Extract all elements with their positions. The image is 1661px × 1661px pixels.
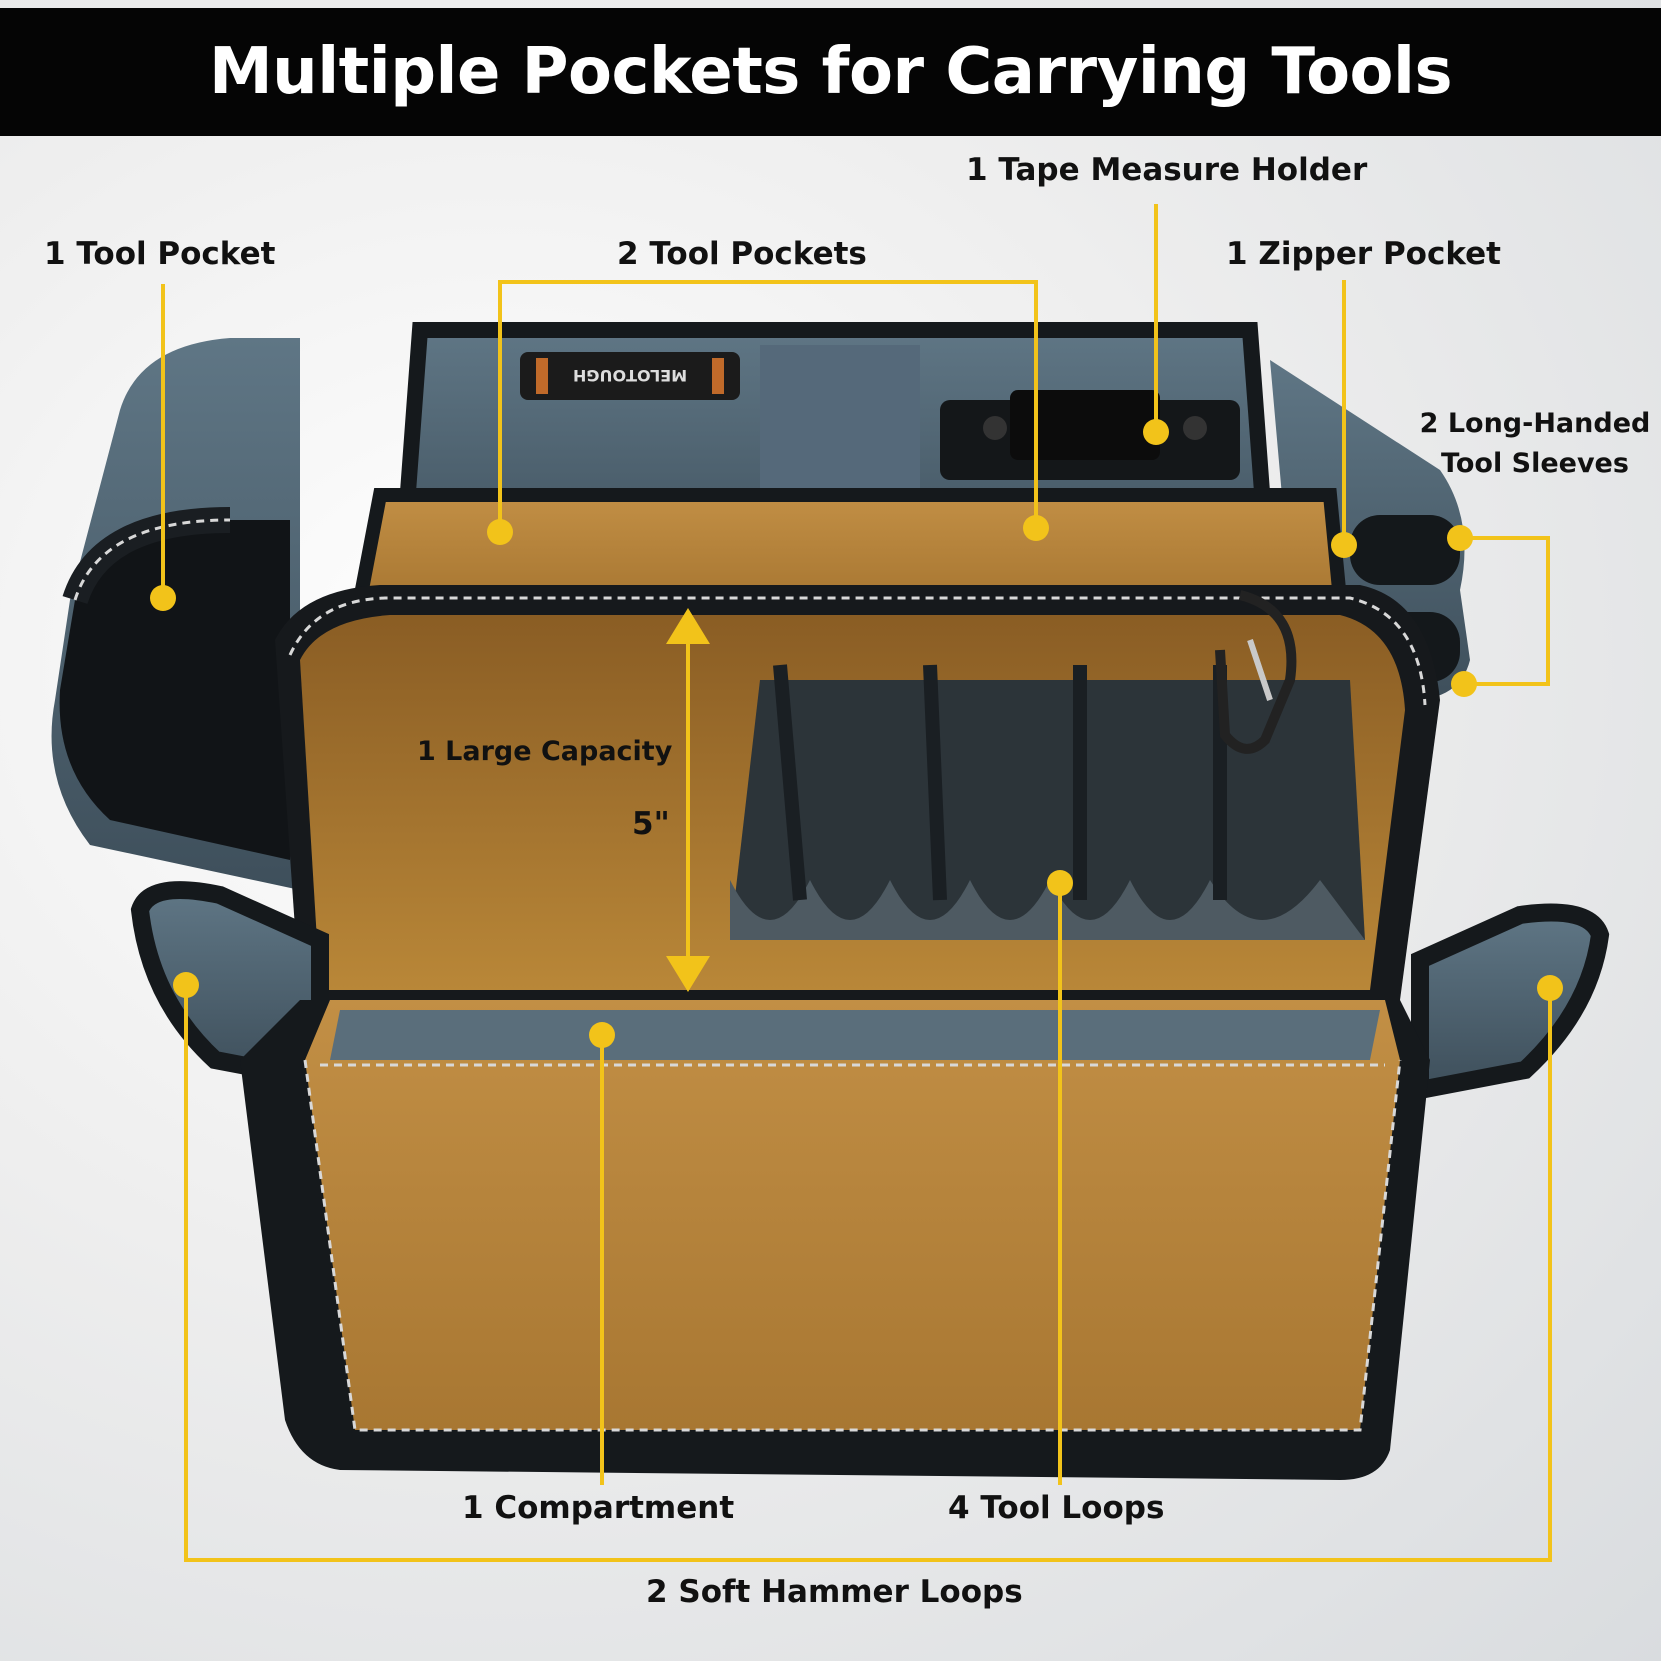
label-long-handled-sleeves: 2 Long-Handed Tool Sleeves	[1415, 404, 1655, 484]
label-hammer-loops: 2 Soft Hammer Loops	[646, 1574, 1023, 1610]
label-depth: 5"	[632, 806, 670, 842]
page-title: Multiple Pockets for Carrying Tools	[208, 35, 1453, 109]
callout-dots	[150, 419, 1563, 1048]
label-compartment: 1 Compartment	[462, 1490, 735, 1526]
label-large-capacity: 1 Large Capacity	[417, 736, 673, 767]
label-long-handled-line2: Tool Sleeves	[1441, 448, 1629, 479]
label-tape-measure-holder: 1 Tape Measure Holder	[966, 152, 1368, 188]
hammer-loops	[130, 881, 1610, 1101]
upper-tool-pockets	[351, 488, 1348, 607]
tool-loops	[730, 664, 1365, 940]
front-compartment	[240, 1000, 1430, 1480]
label-tool-pockets: 2 Tool Pockets	[617, 236, 867, 272]
carabiner	[1215, 590, 1297, 754]
label-long-handled-line1: 2 Long-Handed	[1419, 408, 1651, 439]
label-tool-pocket: 1 Tool Pocket	[44, 236, 276, 272]
brand-label: MELOTOUGH	[573, 366, 687, 385]
title-banner: Multiple Pockets for Carrying Tools	[0, 8, 1661, 136]
left-tool-pocket	[51, 338, 301, 890]
callout-lines	[161, 204, 1552, 1562]
label-zipper-pocket: 1 Zipper Pocket	[1226, 236, 1501, 272]
label-tool-loops: 4 Tool Loops	[948, 1490, 1165, 1526]
depth-arrow	[666, 608, 710, 992]
